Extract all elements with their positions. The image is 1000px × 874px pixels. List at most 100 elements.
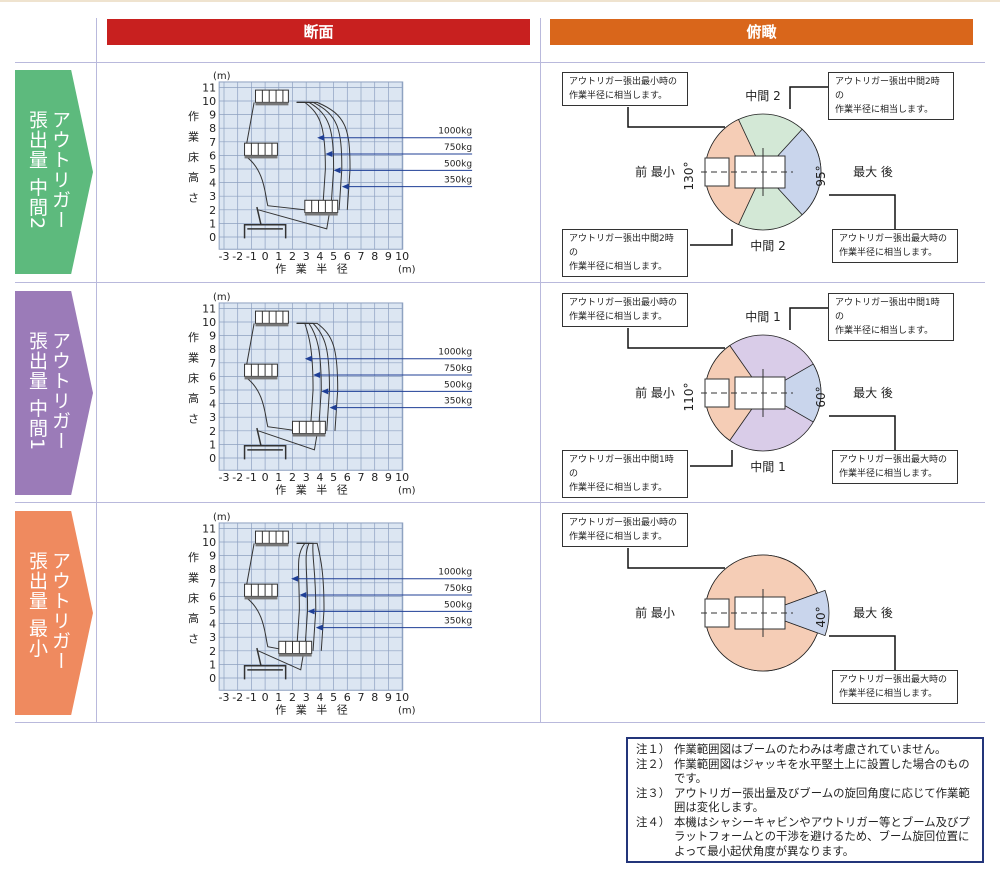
x-tick-label: -2	[232, 691, 243, 704]
y-tick-label: 3	[209, 631, 216, 644]
x-tick-label: 9	[385, 250, 392, 263]
load-label: 1000kg	[438, 127, 472, 137]
y-axis-label: 高	[188, 611, 199, 625]
x-tick-label: 7	[358, 250, 365, 263]
x-tick-label: 10	[395, 471, 409, 484]
note-text: 作業範囲図はブームのたわみは考慮されていません。	[674, 742, 947, 756]
x-tick-label: 2	[289, 471, 296, 484]
x-unit: (m)	[398, 264, 416, 275]
x-tick-label: 8	[371, 250, 378, 263]
load-label: 750kg	[444, 584, 472, 594]
y-axis-label: 床	[188, 371, 199, 385]
reach-envelope	[296, 101, 351, 210]
y-axis-label: 作	[188, 551, 199, 564]
grid-background	[218, 302, 404, 471]
callout-arrow-icon	[627, 328, 725, 349]
platform	[292, 420, 326, 435]
grid-background	[218, 81, 404, 250]
x-tick-label: 6	[344, 471, 351, 484]
note-item: 注４）本機はシャシーキャビンやアウトリガー等とブーム及びプラットフォームとの干渉…	[636, 815, 974, 859]
callout-arrow-icon	[789, 307, 828, 330]
note-text: 本機はシャシーキャビンやアウトリガー等とブーム及びプラットフォームとの干渉を避け…	[674, 814, 970, 858]
x-axis-label: 作 業 半 径	[275, 261, 351, 275]
note-key: 注３）	[636, 785, 671, 800]
y-tick-label: 11	[202, 81, 216, 94]
front-angle-label: 130°	[682, 162, 696, 191]
y-axis-label: 業	[188, 571, 199, 584]
y-tick-label: 11	[202, 302, 216, 315]
y-tick-label: 0	[209, 452, 216, 465]
y-tick-label: 8	[209, 563, 216, 576]
y-axis-label: さ	[188, 192, 199, 205]
grid-background	[218, 522, 404, 691]
arrow-head-icon	[307, 608, 315, 615]
reach-envelope	[296, 542, 325, 651]
rear-sector	[761, 589, 830, 637]
y-tick-label: 10	[202, 95, 216, 108]
top-view-diagram: 前 最小最大 後中間 2中間 2130°95°	[627, 86, 896, 253]
y-tick-label: 5	[209, 163, 216, 176]
row-label-bottom: 張出量 中間2	[26, 110, 48, 231]
callout-tr: アウトリガー張出中間2時の 作業半径に相当します。	[828, 72, 954, 120]
load-label: 1000kg	[438, 568, 472, 578]
y-axis-label: 高	[188, 391, 199, 405]
callout-arrow-icon	[627, 107, 725, 128]
x-tick-label: 8	[371, 691, 378, 704]
x-tick-label: 10	[395, 250, 409, 263]
y-tick-label: 1	[209, 217, 216, 230]
y-axis-label: 床	[188, 150, 199, 164]
note-item: 注１）作業範囲図はブームのたわみは考慮されていません。	[636, 742, 974, 757]
x-tick-label: 1	[275, 691, 282, 704]
arrow-head-icon	[304, 355, 312, 362]
divider	[15, 502, 985, 503]
reach-envelope	[296, 101, 335, 210]
x-tick-label: 10	[395, 691, 409, 704]
upper-side-label: 中間 1	[745, 309, 780, 324]
top-rule	[0, 0, 1000, 2]
x-tick-label: 9	[385, 471, 392, 484]
front-label: 前 最小	[635, 605, 675, 620]
x-tick-label: 5	[330, 471, 337, 484]
load-label: 750kg	[444, 143, 472, 153]
arrow-head-icon	[291, 575, 299, 582]
callout-br: アウトリガー張出最大時の 作業半径に相当します。	[832, 229, 958, 263]
row-label-bottom: 張出量 最小	[26, 551, 48, 659]
note-key: 注４）	[636, 814, 671, 829]
row-label-banner: アウトリガー張出量 中間2	[15, 70, 93, 274]
y-tick-label: 5	[209, 384, 216, 397]
load-label: 750kg	[444, 364, 472, 374]
row-label-top: アウトリガー	[49, 110, 71, 230]
platform	[304, 199, 339, 214]
x-tick-label: 8	[371, 471, 378, 484]
top-view-header: 俯瞰	[550, 19, 973, 45]
platform-floor	[244, 596, 278, 600]
platform	[255, 310, 289, 324]
callout-arrow-icon	[829, 635, 896, 670]
divider	[96, 18, 97, 722]
y-tick-label: 9	[209, 550, 216, 563]
reach-envelope	[296, 101, 343, 210]
callout-br: アウトリガー張出最大時の 作業半径に相当します。	[832, 450, 958, 484]
arrow-head-icon	[321, 388, 329, 395]
x-axis-label: 作 業 半 径	[275, 702, 351, 716]
arrow-head-icon	[333, 167, 341, 174]
load-label: 1000kg	[438, 348, 472, 358]
y-axis-label: 作	[188, 110, 199, 123]
y-tick-label: 6	[209, 149, 216, 162]
y-axis-label: 作	[188, 331, 199, 344]
row-label-top: アウトリガー	[49, 331, 71, 451]
x-tick-label: 5	[330, 691, 337, 704]
divider	[15, 282, 985, 283]
platform	[255, 89, 289, 103]
x-tick-label: 4	[316, 691, 323, 704]
load-label: 350kg	[444, 397, 472, 407]
y-tick-label: 1	[209, 438, 216, 451]
x-unit: (m)	[398, 485, 416, 496]
x-tick-label: 3	[303, 471, 310, 484]
chassis	[243, 647, 287, 680]
x-tick-label: 2	[289, 250, 296, 263]
